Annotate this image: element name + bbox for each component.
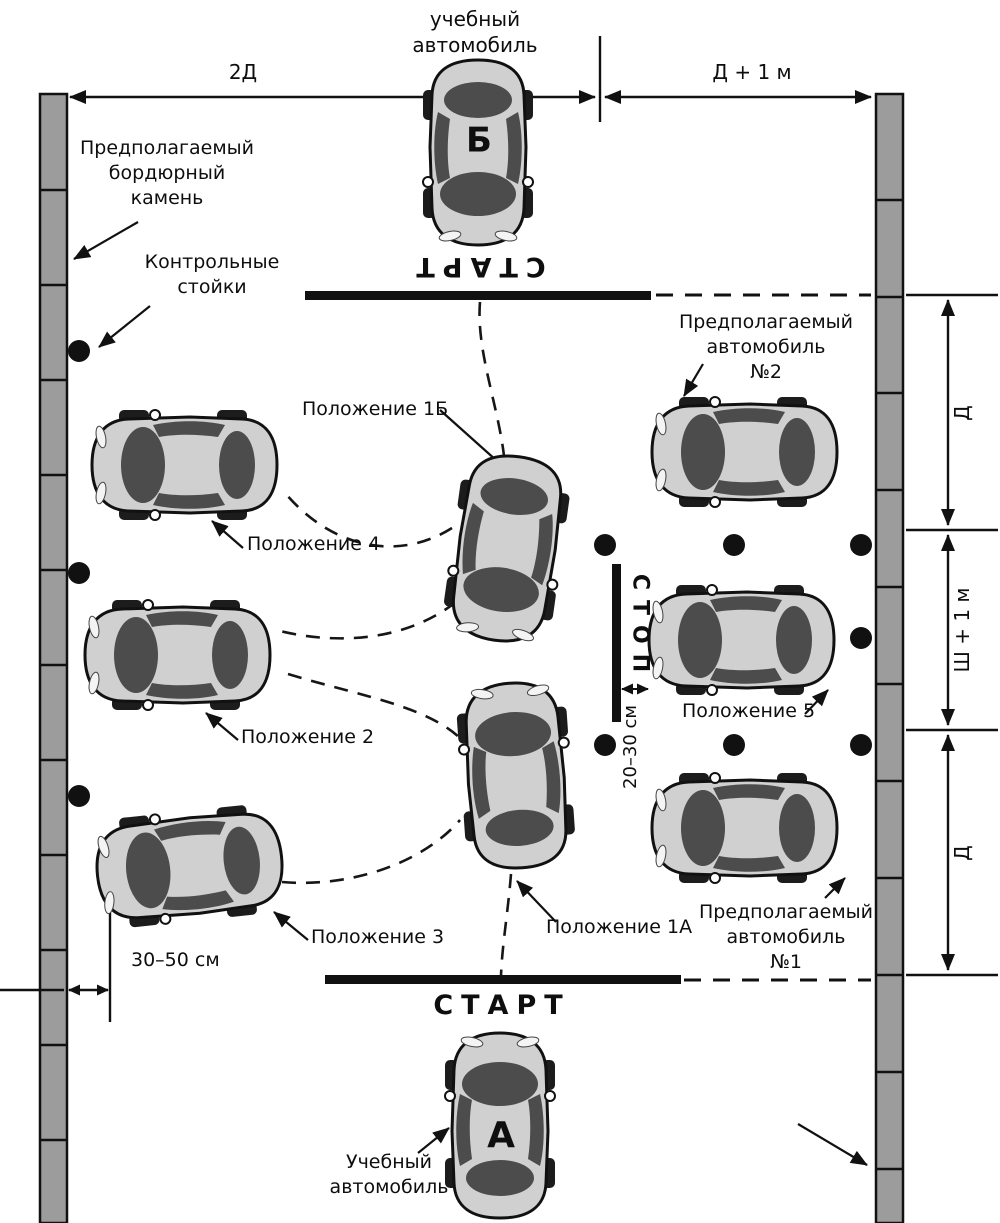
- car-a-letter: А: [487, 1115, 515, 1157]
- stop-line: [612, 564, 621, 722]
- control-post-dot: [594, 734, 616, 756]
- trajectory-1a-to-start: [499, 873, 513, 977]
- car-position-3: [90, 800, 289, 932]
- position-1a-label: Положение 1А: [546, 916, 693, 938]
- control-post-dot: [850, 627, 872, 649]
- car-position-1a: [453, 677, 579, 874]
- road-markings: [305, 291, 681, 984]
- control-post-dot: [68, 562, 90, 584]
- position-1a-arrow: [516, 880, 557, 923]
- dim-d-bottom-label: Д: [949, 845, 974, 861]
- assumed-car-1-arrow: [824, 877, 846, 899]
- dim-2d-label: 2Д: [228, 59, 258, 84]
- dashed-boundaries: [656, 293, 871, 982]
- car-position-1b: [438, 447, 576, 650]
- trajectories: [275, 301, 513, 977]
- control-post-dot: [723, 734, 745, 756]
- control-post-dot: [850, 734, 872, 756]
- start-bottom-label: СТАРТ: [433, 990, 571, 1022]
- assumed-car-1: [650, 771, 839, 885]
- training-car-top-label: учебный автомобиль: [412, 7, 538, 58]
- cars: [83, 58, 839, 1220]
- car-b-letter: Б: [466, 120, 492, 161]
- control-posts-arrow: [98, 305, 151, 348]
- curb-right-strip: [874, 92, 905, 1223]
- trajectory-start-to-1b: [478, 301, 506, 457]
- trajectory-1b-to-2: [275, 600, 457, 640]
- dim-d-top-label: Д: [949, 405, 974, 421]
- control-posts-label: Контрольные стойки: [144, 251, 280, 299]
- position-2-label: Положение 2: [241, 726, 375, 748]
- training-car-bottom-label: Учебный автомобиль: [329, 1151, 449, 1199]
- assumed-curb-left-label: Предполагаемый бордюрный камень: [79, 137, 255, 210]
- control-post-dot: [68, 785, 90, 807]
- assumed-car-2-label: Предполагаемый автомобиль №2: [678, 311, 854, 384]
- position-2-arrow: [205, 712, 239, 741]
- dim-d-plus-1m-label: Д + 1 м: [712, 59, 792, 84]
- dim-sh-plus-1m-label: Ш + 1 м: [949, 587, 974, 673]
- start-top-label: СТАРТ: [408, 250, 546, 282]
- position-3-arrow: [273, 911, 309, 941]
- position-5-arrow: [804, 689, 829, 715]
- car-position-5: [647, 583, 836, 697]
- position-5-label: Положение 5: [682, 700, 816, 722]
- dim-20-30-label: 20–30 см: [620, 704, 642, 790]
- car-position-2: [83, 598, 272, 712]
- trajectory-2-to-1a: [287, 672, 465, 743]
- callout-arrows: [73, 221, 868, 1166]
- control-post-dot: [594, 534, 616, 556]
- stop-label: СТОП: [627, 573, 653, 683]
- start-line-top: [305, 291, 651, 300]
- position-1b-label: Положение 1Б: [302, 398, 449, 420]
- dim-30-50-label: 30–50 см: [131, 949, 220, 971]
- assumed-car-2: [650, 395, 839, 509]
- assumed-car-1-label: Предполагаемый автомобиль №1: [698, 901, 874, 974]
- curb-left-arrow: [73, 221, 139, 260]
- position-4-arrow: [211, 520, 244, 549]
- training-car-a-arrow: [417, 1127, 450, 1154]
- control-post-dot: [850, 534, 872, 556]
- position-4-label: Положение 4: [247, 533, 381, 555]
- control-posts: [68, 340, 872, 807]
- curb-right-arrow: [797, 1123, 868, 1166]
- position-3-label: Положение 3: [311, 926, 445, 948]
- curb-left-strip: [38, 92, 69, 1223]
- assumed-car-2-arrow: [683, 363, 704, 397]
- start-line-bottom: [325, 975, 681, 984]
- car-position-4: [90, 408, 279, 522]
- control-post-dot: [723, 534, 745, 556]
- position-1b-line: [439, 409, 498, 462]
- control-post-dot: [68, 340, 90, 362]
- trajectory-3-to-1a: [281, 819, 461, 885]
